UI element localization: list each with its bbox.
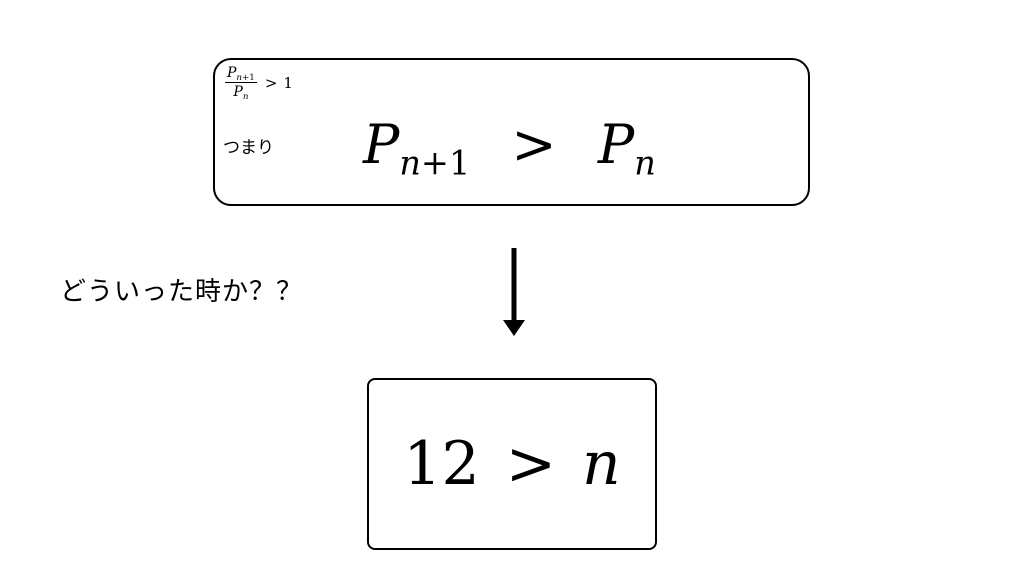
- main-relation: >: [511, 113, 557, 176]
- main-rhs-subscript: n: [634, 143, 656, 183]
- numerator-base: P: [227, 65, 237, 81]
- result-lhs: 12: [403, 429, 480, 499]
- main-lhs-subscript: n+1: [399, 143, 471, 183]
- ratio-relation: >: [264, 73, 278, 92]
- main-rhs-base: P: [597, 113, 635, 176]
- main-lhs-base: P: [363, 113, 400, 176]
- ratio-rhs: 1: [283, 73, 293, 92]
- note-text: つまり: [223, 138, 274, 158]
- denominator-base: P: [233, 84, 243, 100]
- down-arrow-icon: [503, 248, 525, 336]
- result-relation: >: [505, 429, 556, 499]
- fraction-numerator: Pn+1: [225, 66, 257, 83]
- ratio-inequality: Pn+1 Pn > 1: [225, 66, 293, 103]
- question-text: どういった時か？？: [60, 277, 304, 307]
- fraction-denominator: Pn: [233, 83, 249, 103]
- numerator-subscript: n+1: [236, 73, 255, 84]
- bottom-box: 12 > n: [367, 378, 657, 550]
- ratio-fraction: Pn+1 Pn: [225, 66, 257, 103]
- result-inequality: 12 > n: [369, 380, 655, 548]
- top-box: Pn+1 Pn > 1 つまり Pn+1 > Pn: [213, 58, 810, 206]
- result-rhs: n: [581, 429, 621, 499]
- denominator-subscript: n: [242, 92, 249, 103]
- main-inequality: Pn+1 > Pn: [363, 118, 656, 180]
